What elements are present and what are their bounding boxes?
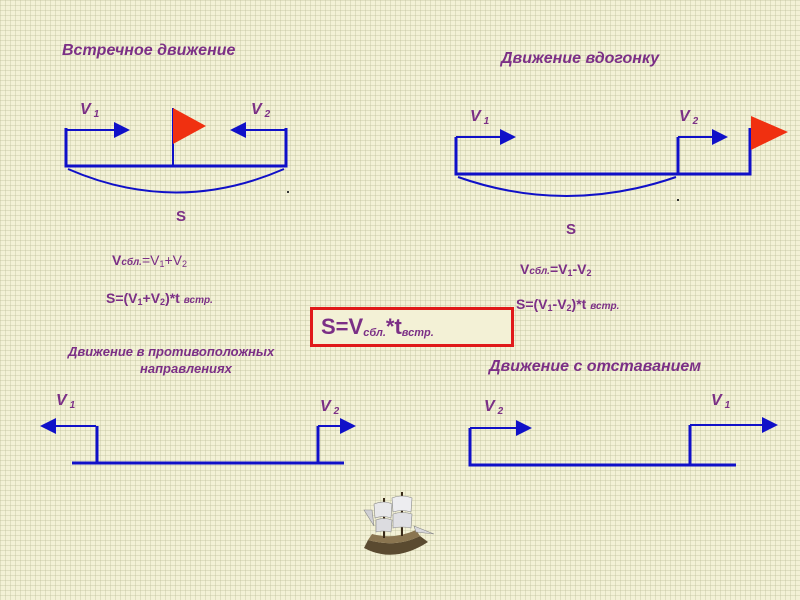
main-formula-box: S=Vсбл.*tвстр. <box>310 307 514 347</box>
title-lagging: Движение с отставанием <box>489 358 702 375</box>
distance-label: S <box>566 221 577 238</box>
title-catchup: Движение вдогонку <box>501 50 660 67</box>
distance-formula-sum: S=(V1+V2)*t встр. <box>106 290 213 307</box>
title-oncoming: Встречное движение <box>62 42 236 59</box>
oncoming-diagram <box>64 108 289 194</box>
title-opposite-line2: направлениях <box>140 361 232 376</box>
closing-speed-diff: Vсбл.=V1-V2 <box>520 261 592 278</box>
flag-icon <box>751 116 788 150</box>
track-line <box>454 128 752 176</box>
catchup-diagram <box>454 116 788 201</box>
lagging-diagram <box>468 417 778 467</box>
distance-label: S <box>176 208 187 225</box>
track-line <box>468 428 736 467</box>
distance-brace <box>67 168 285 194</box>
distance-brace <box>457 176 677 197</box>
title-opposite-line1: Движение в противоположных <box>68 344 275 359</box>
main-formula: S=Vсбл.*tвстр. <box>321 314 434 339</box>
closing-speed-sum: Vсбл.=V1+V2 <box>112 252 188 269</box>
track-line <box>64 128 288 168</box>
sailing-ship-icon <box>363 492 435 555</box>
opposite-diagram <box>40 418 356 465</box>
distance-formula-diff: S=(V1-V2)*t встр. <box>516 296 620 313</box>
flag-icon <box>173 108 206 144</box>
